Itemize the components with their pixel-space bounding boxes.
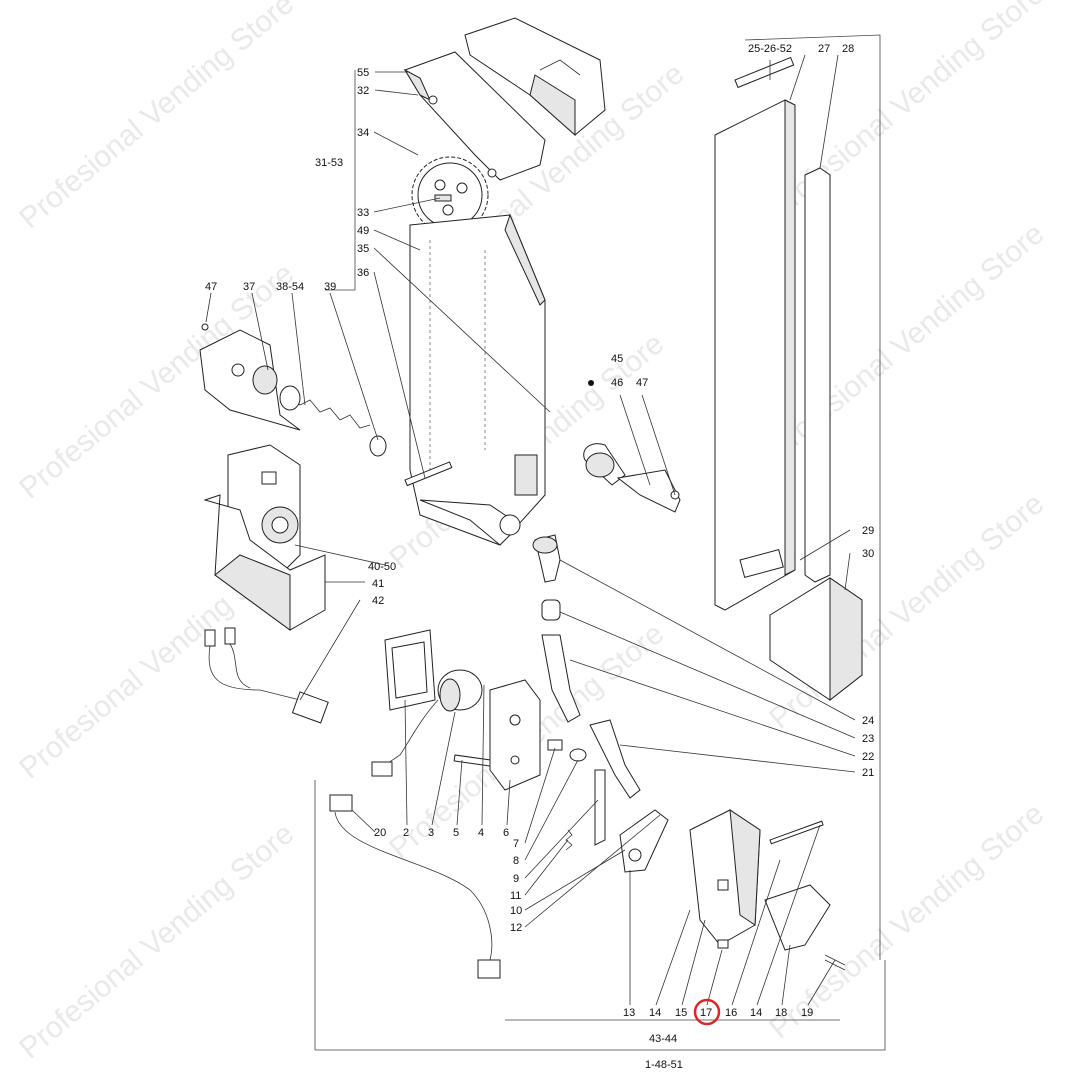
blade-10: [619, 809, 669, 873]
bracket-18: [764, 884, 831, 951]
fitting-21: [589, 719, 641, 799]
label-16: 16: [725, 1007, 737, 1019]
label-43-44: 43-44: [649, 1033, 677, 1045]
shaft-16: [769, 820, 824, 845]
label-13: 13: [623, 1007, 635, 1019]
label-29: 29: [862, 525, 874, 537]
label-6: 6: [503, 827, 509, 839]
cable-3: [371, 699, 439, 777]
label-23: 23: [862, 733, 874, 745]
label-20: 20: [374, 827, 386, 839]
label-38-54: 38-54: [276, 281, 304, 293]
label-2: 2: [403, 827, 409, 839]
label-39: 39: [324, 281, 336, 293]
motor-case-41: [203, 494, 326, 631]
pin-8: [569, 748, 587, 762]
cover-plate-2: [384, 629, 436, 711]
shaft-36: [404, 461, 453, 487]
label-11: 11: [510, 890, 521, 902]
actuator-4: [489, 679, 541, 791]
nut-17: [717, 939, 729, 949]
pin-25-26-52: [734, 56, 795, 89]
motor-3: [437, 669, 483, 712]
label-46: 46: [611, 377, 623, 389]
label-41: 41: [372, 578, 384, 590]
label-19: 19: [801, 1007, 813, 1019]
label-25-26-52: 25-26-52: [748, 43, 792, 55]
label-35: 35: [357, 243, 369, 255]
label-33: 33: [357, 207, 369, 219]
hopper-lid-55: [464, 17, 606, 137]
microswitch-7: [547, 739, 563, 751]
bracket-1-48-51: [314, 780, 886, 1051]
frame-27: [714, 99, 796, 611]
label-4: 4: [478, 827, 484, 839]
label-32: 32: [357, 85, 369, 97]
lever-9: [594, 769, 606, 846]
bracket-37: [199, 329, 301, 431]
highlight-circle-17: [693, 998, 721, 1026]
label-37: 37: [243, 281, 255, 293]
part-labels: 55 32 31-53 34 33 49 35 36 47 37 38-54 3…: [205, 43, 874, 1071]
hose-22: [541, 634, 581, 723]
label-3: 3: [428, 827, 434, 839]
auger-spring-38-54: [279, 385, 371, 429]
label-1-48-51: 1-48-51: [645, 1059, 683, 1071]
label-14-second: 14: [750, 1007, 762, 1019]
label-14: 14: [649, 1007, 661, 1019]
label-8: 8: [513, 855, 519, 867]
label-9: 9: [513, 873, 519, 885]
label-12: 12: [510, 922, 522, 934]
label-36: 36: [357, 267, 369, 279]
label-28: 28: [842, 43, 854, 55]
label-45: 45: [611, 353, 623, 365]
frame-13-16: [689, 809, 761, 946]
label-10: 10: [510, 905, 522, 917]
bracket-top-right: [744, 34, 881, 960]
cover-30: [769, 577, 863, 702]
rail-28: [804, 167, 831, 583]
oring-39: [369, 435, 387, 457]
label-55: 55: [357, 67, 369, 79]
coupling-37: [252, 365, 278, 395]
label-21: 21: [862, 767, 874, 779]
cable-20: [329, 794, 501, 979]
label-40-50: 40-50: [368, 561, 396, 573]
leader-lines: [205, 54, 856, 1006]
label-5: 5: [453, 827, 459, 839]
elbow-24: [532, 534, 561, 583]
ring-23: [541, 599, 561, 621]
label-47-group45: 47: [636, 377, 648, 389]
label-31-53: 31-53: [315, 157, 343, 169]
label-27: 27: [818, 43, 830, 55]
label-15: 15: [675, 1007, 687, 1019]
label-17: 17: [700, 1007, 712, 1019]
spring-11: [565, 829, 573, 851]
label-30: 30: [862, 548, 874, 560]
label-42: 42: [372, 595, 384, 607]
motor-pump-46: [583, 380, 681, 513]
bracket-31-53: [325, 70, 356, 291]
screw-47: [201, 323, 209, 331]
label-49: 49: [357, 225, 369, 237]
watermark-1: Profesional Vending Store: [13, 0, 300, 235]
label-18: 18: [775, 1007, 787, 1019]
label-7: 7: [513, 838, 519, 850]
sprocket-34: [411, 156, 497, 234]
watermark-10: Profesional Vending Store: [13, 817, 300, 1065]
label-22: 22: [862, 751, 874, 763]
dispenser-column-49: [409, 213, 546, 546]
label-34: 34: [357, 127, 369, 139]
wire-harness-42: [204, 627, 329, 724]
label-24: 24: [862, 715, 874, 727]
label-47: 47: [205, 281, 217, 293]
hopper-cover-32: [403, 51, 546, 181]
